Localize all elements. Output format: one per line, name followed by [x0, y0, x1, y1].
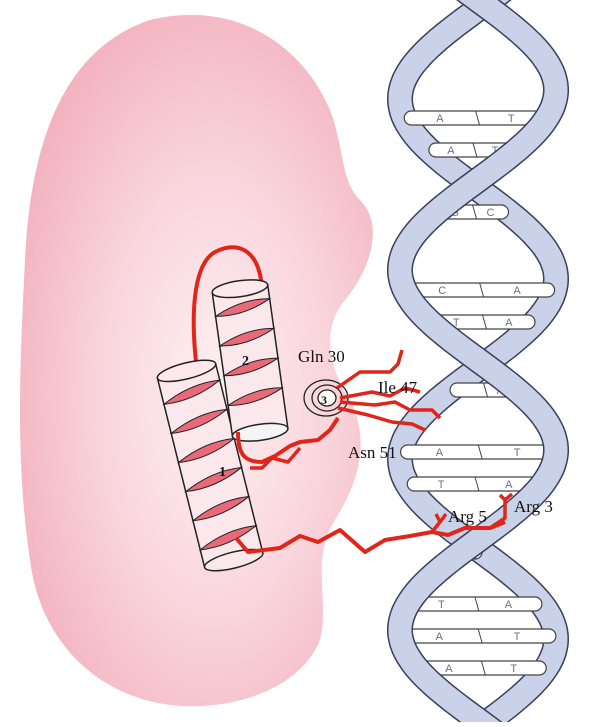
- base-letter-right: T: [510, 663, 517, 675]
- helix-2-number: 2: [242, 354, 249, 369]
- helix-1-number: 1: [219, 465, 226, 480]
- base-pair-rung: [400, 629, 555, 643]
- residue-label-arg3: Arg 3: [514, 497, 553, 516]
- base-letter-right: T: [508, 113, 515, 125]
- residue-label-gln30: Gln 30: [298, 347, 345, 366]
- base-pair-rung: [401, 445, 556, 459]
- residue-label-arg5: Arg 5: [448, 507, 487, 526]
- dna-backbone-strand-a: [400, 0, 556, 722]
- helix-3-number: 3: [321, 393, 327, 407]
- base-pair-rung: [405, 283, 555, 297]
- base-letter-left: T: [438, 479, 445, 491]
- base-letter-right: T: [514, 631, 521, 643]
- base-letter-right: T: [514, 447, 521, 459]
- base-letter-left: A: [445, 663, 453, 675]
- base-letter-left: A: [447, 145, 455, 157]
- base-pair-rung: [404, 111, 547, 125]
- base-letter-right: A: [513, 285, 521, 297]
- base-letter-right: A: [505, 479, 513, 491]
- base-letter-right: A: [505, 317, 513, 329]
- base-letter-left: A: [436, 447, 444, 459]
- residue-label-asn51: Asn 51: [348, 443, 397, 462]
- residue-label-ile47: Ile 47: [378, 378, 418, 397]
- base-letter-left: T: [438, 599, 445, 611]
- base-pair-rung: [408, 597, 542, 611]
- base-letter-right: A: [505, 599, 513, 611]
- base-letter-left: C: [438, 285, 446, 297]
- base-letter-left: A: [436, 113, 444, 125]
- base-letter-right: C: [487, 207, 495, 219]
- base-letter-left: A: [436, 631, 444, 643]
